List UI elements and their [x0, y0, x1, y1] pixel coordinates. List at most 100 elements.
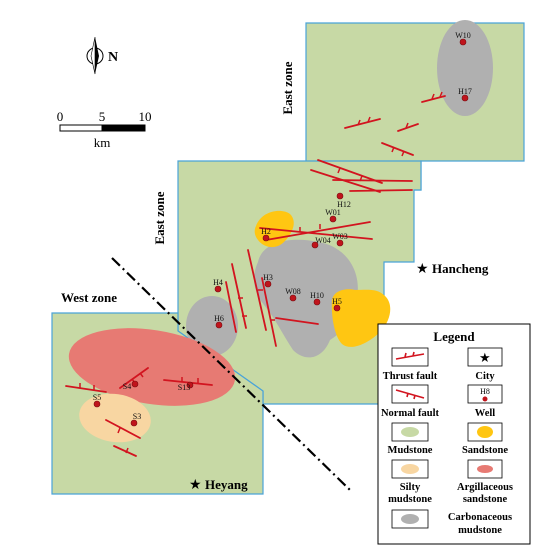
normal-fault: [225, 281, 237, 333]
well-marker[interactable]: [333, 304, 341, 312]
well-label: W04: [315, 236, 331, 245]
legend: Legend Thrust fault ★ City Normal fault …: [377, 323, 531, 545]
fault-ticks: [79, 91, 443, 454]
well-label: W01: [325, 208, 341, 217]
thrust-fault-icon: [395, 351, 425, 360]
well-marker[interactable]: [131, 380, 139, 388]
city-hancheng: ★ Hancheng: [416, 261, 489, 277]
normal-fault: [113, 445, 137, 457]
thrust-fault: [421, 95, 446, 103]
legend-label: Sandstone: [462, 445, 508, 456]
star-icon: ★: [479, 350, 491, 365]
legend-label: sandstone: [463, 494, 508, 505]
scale-tick-10: 10: [139, 109, 152, 124]
faults: [65, 95, 446, 457]
well-label: H12: [337, 200, 351, 209]
well-sample-label: H8: [480, 387, 490, 396]
well-marker[interactable]: [311, 241, 319, 249]
well-marker[interactable]: [130, 419, 138, 427]
well-label: S4: [123, 382, 131, 391]
carbonaceous-mudstone-swatch: [401, 514, 419, 524]
well-label: H6: [214, 314, 224, 323]
well-marker[interactable]: [186, 381, 194, 389]
well-label: S3: [133, 412, 141, 421]
thrust-fault: [397, 123, 419, 132]
zone-label-east-upper: East zone: [280, 61, 295, 114]
star-icon: ★: [189, 478, 202, 493]
legend-label: Mudstone: [388, 445, 433, 456]
north-arrow: N: [86, 36, 118, 75]
normal-fault: [105, 419, 141, 439]
zone-boundary-line: [111, 257, 351, 491]
well-marker[interactable]: [93, 400, 101, 408]
well-marker[interactable]: [336, 192, 344, 200]
well-marker[interactable]: [459, 38, 467, 46]
thrust-fault: [65, 385, 107, 393]
well-marker[interactable]: [215, 321, 223, 329]
city-label: Heyang: [205, 477, 248, 492]
normal-fault: [247, 249, 267, 331]
well-label: H10: [310, 291, 324, 300]
well-marker[interactable]: [214, 285, 222, 293]
city-label: Hancheng: [432, 261, 489, 276]
well-label: W03: [332, 232, 348, 241]
carbonaceous-mudstone-body-w10: [437, 20, 493, 116]
carbonaceous-mudstone-body-h6: [186, 296, 238, 356]
legend-label: Well: [475, 408, 495, 419]
silty-mudstone-swatch: [401, 464, 419, 474]
argillaceous-sandstone-swatch: [477, 465, 493, 473]
well-marker[interactable]: [329, 215, 337, 223]
normal-fault: [332, 179, 413, 182]
well-marker[interactable]: [289, 294, 297, 302]
well-icon: [482, 396, 488, 402]
sandstone-swatch: [477, 426, 493, 438]
legend-title: Legend: [433, 329, 475, 344]
well-label: S5: [93, 393, 101, 402]
well-marker[interactable]: [336, 239, 344, 247]
thrust-fault: [119, 367, 149, 389]
zone-label-east-lower: East zone: [152, 191, 167, 244]
well-marker[interactable]: [262, 234, 270, 242]
carbonaceous-mudstone-body-central: [254, 239, 358, 358]
legend-label: Argillaceous: [457, 482, 513, 493]
well-label: H4: [213, 278, 223, 287]
zone-label-west: West zone: [61, 290, 117, 305]
wells: W10 H17 H12 W01 H2 W04 W03 H3 H4 W08 H10…: [93, 31, 472, 427]
legend-label: City: [475, 371, 495, 382]
north-label: N: [108, 50, 118, 65]
scale-tick-0: 0: [57, 109, 64, 124]
mudstone-swatch: [401, 427, 419, 437]
thrust-fault: [344, 118, 381, 129]
sandstone-body-h5: [331, 289, 391, 347]
star-icon: ★: [416, 262, 429, 277]
well-label: H2: [261, 227, 271, 236]
legend-label: mudstone: [458, 525, 502, 536]
legend-label: mudstone: [388, 494, 432, 505]
normal-fault: [231, 263, 247, 329]
scale-bar: 0 5 10 km: [57, 109, 152, 150]
legend-label: Silty: [400, 482, 421, 493]
well-marker[interactable]: [313, 298, 321, 306]
well-marker[interactable]: [461, 94, 469, 102]
scale-unit: km: [94, 135, 111, 150]
well-label: H3: [263, 273, 273, 282]
well-label: W08: [285, 287, 301, 296]
well-label: S13: [178, 383, 190, 392]
argillaceous-sandstone-body: [68, 328, 236, 406]
legend-label: Normal fault: [381, 408, 440, 419]
legend-label: Thrust fault: [383, 371, 438, 382]
thrust-fault: [265, 221, 371, 241]
well-label: W10: [455, 31, 471, 40]
well-label: H5: [332, 297, 342, 306]
thrust-fault: [259, 227, 373, 240]
well-marker[interactable]: [264, 280, 272, 288]
normal-fault: [261, 277, 277, 347]
normal-fault: [349, 189, 413, 192]
well-label: H17: [458, 87, 472, 96]
normal-fault: [317, 159, 383, 184]
legend-label: Carbonaceous: [448, 512, 512, 523]
thrust-fault: [381, 142, 414, 156]
normal-fault-icon: [395, 389, 425, 400]
scale-tick-5: 5: [99, 109, 106, 124]
